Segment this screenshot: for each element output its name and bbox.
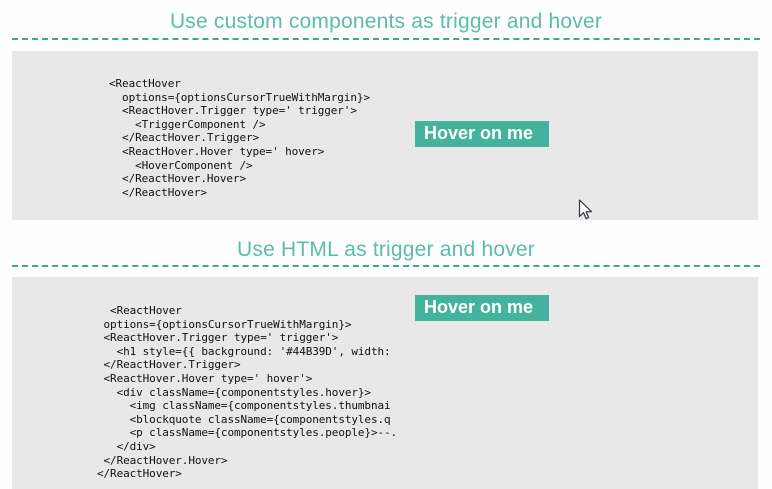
code-snippet: <ReactHover options={optionsCursorTrueWi… [109, 77, 370, 199]
mouse-cursor-icon [578, 199, 592, 220]
page-title-secondary: Use HTML as trigger and hover [237, 238, 535, 261]
code-snippet-secondary: <ReactHover options={optionsCursorTrueWi… [97, 304, 398, 481]
divider [12, 38, 760, 40]
divider-secondary [12, 265, 760, 267]
code-block-html-trigger: <ReactHover options={optionsCursorTrueWi… [12, 277, 758, 489]
hover-trigger-button-secondary[interactable]: Hover on me [415, 295, 549, 321]
hover-trigger-button[interactable]: Hover on me [415, 121, 549, 147]
code-block-custom-components: <ReactHover options={optionsCursorTrueWi… [12, 51, 758, 220]
page-title: Use custom components as trigger and hov… [169, 10, 603, 33]
